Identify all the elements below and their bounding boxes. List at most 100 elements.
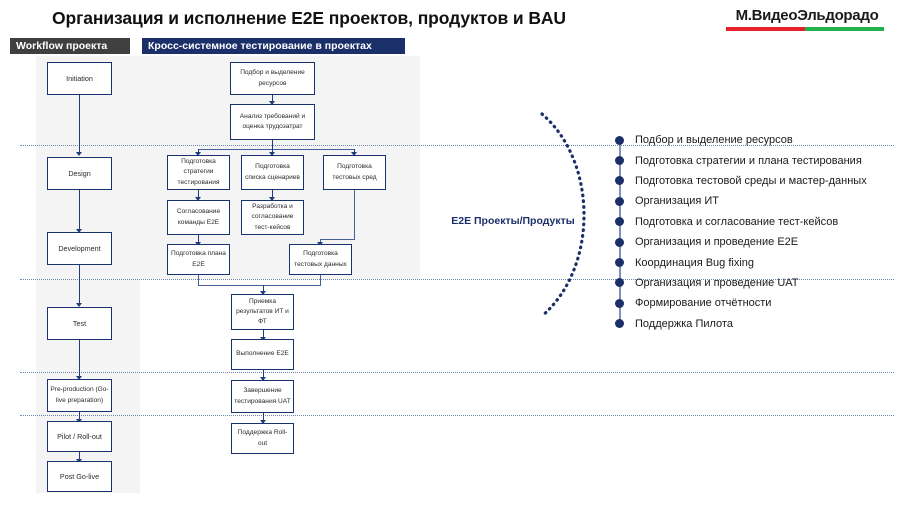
workflow-arrow-4: [76, 376, 82, 380]
list-item[interactable]: Подбор и выделение ресурсов: [612, 130, 867, 150]
testing-arrow-7: [260, 291, 266, 295]
testing-box-e2e-plan[interactable]: Подготовка плана E2E: [167, 244, 230, 275]
page-title: Организация и исполнение E2E проектов, п…: [52, 8, 566, 28]
brand-logo-underline: [726, 27, 884, 31]
testing-connector-6b: [320, 239, 355, 240]
testing-arrow-branch-mid: [269, 152, 275, 156]
workflow-box-preproduction[interactable]: Pre-production (Go-live preparation): [47, 379, 112, 412]
testing-arrow-9: [260, 377, 266, 381]
testing-arrow-10: [260, 420, 266, 424]
bullet-dot-icon: [615, 258, 624, 268]
workflow-box-development[interactable]: Development: [47, 232, 112, 265]
list-item-label: Организация ИТ: [635, 195, 720, 208]
testing-box-strategy[interactable]: Подготовка стратегии тестирования: [167, 155, 230, 190]
testing-connector-3: [198, 190, 199, 199]
band-header-testing: Кросс-системное тестирование в проектах: [142, 38, 405, 54]
testing-connector-7: [263, 285, 264, 293]
testing-bus-2: [198, 285, 321, 286]
list-item[interactable]: Организация ИТ: [612, 191, 867, 211]
bullet-dot-icon: [615, 217, 624, 227]
workflow-panel-background: [36, 56, 140, 493]
band-header-workflow: Workflow проекта: [10, 38, 130, 54]
testing-box-acceptance[interactable]: Приемка результатов ИТ и ФТ: [231, 294, 294, 330]
workflow-connector-4: [79, 340, 80, 378]
logo-bar-green: [805, 27, 884, 31]
bullet-dot-icon: [615, 135, 624, 145]
scope-arc-label: E2E Проекты/Продукты: [451, 215, 575, 227]
testing-arrow-5: [269, 197, 275, 201]
workflow-box-initiation[interactable]: Initiation: [47, 62, 112, 95]
workflow-box-post-golive[interactable]: Post Go-live: [47, 461, 112, 492]
testing-join-right: [320, 275, 321, 285]
bullet-dot-icon: [615, 156, 624, 166]
testing-bus-1: [198, 149, 354, 150]
testing-box-test-data[interactable]: Подготовка тестовых данных: [289, 244, 352, 275]
lane-divider-2: [20, 279, 894, 280]
list-item-label: Подбор и выделение ресурсов: [635, 134, 793, 147]
testing-box-test-cases[interactable]: Разработка и согласование тест-кейсов: [241, 200, 304, 235]
workflow-connector-1: [79, 95, 80, 154]
logo-bar-red: [726, 27, 805, 31]
list-item-label: Поддержка Пилота: [635, 317, 733, 330]
testing-box-requirements[interactable]: Анализ требований и оценка трудозатрат: [230, 104, 315, 140]
list-item-label: Организация и проведение UAT: [635, 276, 799, 289]
list-item-label: Координация Bug fixing: [635, 256, 755, 269]
testing-box-scenarios[interactable]: Подготовка списка сценариев: [241, 155, 304, 190]
testing-connector-6a: [354, 190, 355, 239]
responsibilities-spine: [619, 138, 621, 322]
workflow-connector-5: [79, 412, 80, 421]
list-item-label: Подготовка тестовой среды и мастер-данны…: [635, 174, 867, 187]
workflow-arrow-1: [76, 152, 82, 156]
list-item[interactable]: Подготовка и согласование тест-кейсов: [612, 212, 867, 232]
lane-divider-1: [20, 145, 894, 146]
testing-box-e2e-execution[interactable]: Выполнение E2E: [231, 339, 294, 370]
testing-box-rollout-support[interactable]: Поддержка Roll-out: [231, 423, 294, 454]
bullet-dot-icon: [615, 176, 624, 186]
testing-branch-left: [198, 149, 199, 154]
testing-connector-6c: [320, 239, 321, 244]
bullet-dot-icon: [615, 196, 624, 206]
workflow-arrow-2: [76, 229, 82, 233]
testing-connector-4: [198, 235, 199, 244]
workflow-arrow-3: [76, 303, 82, 307]
brand-logo-text: М.ВидеоЭльдорадо: [735, 7, 879, 24]
testing-arrow-branch-right: [351, 152, 357, 156]
testing-arrow-1: [269, 101, 275, 105]
list-item[interactable]: Координация Bug fixing: [612, 252, 867, 272]
list-item[interactable]: Подготовка тестовой среды и мастер-данны…: [612, 171, 867, 191]
workflow-connector-2: [79, 190, 80, 231]
testing-connector-2: [272, 140, 273, 149]
list-item-label: Подготовка и согласование тест-кейсов: [635, 215, 839, 228]
list-item[interactable]: Организация и проведение E2E: [612, 232, 867, 252]
testing-box-uat-completion[interactable]: Завершение тестирования UAT: [231, 380, 294, 413]
testing-branch-right: [354, 149, 355, 154]
lane-divider-3: [20, 372, 894, 373]
testing-connector-8: [263, 330, 264, 339]
list-item[interactable]: Организация и проведение UAT: [612, 273, 867, 293]
bullet-dot-icon: [615, 278, 624, 288]
list-item-label: Подготовка стратегии и плана тестировани…: [635, 154, 862, 167]
list-item-label: Организация и проведение E2E: [635, 236, 799, 249]
list-item[interactable]: Формирование отчётности: [612, 293, 867, 313]
bullet-dot-icon: [615, 319, 624, 329]
testing-join-left: [198, 275, 199, 285]
responsibilities-list: Подбор и выделение ресурсов Подготовка с…: [612, 130, 867, 334]
scope-arc-svg: [540, 112, 586, 318]
testing-box-team-approval[interactable]: Согласование команды E2E: [167, 200, 230, 235]
testing-arrow-3: [195, 197, 201, 201]
workflow-box-test[interactable]: Test: [47, 307, 112, 340]
list-item[interactable]: Подготовка стратегии и плана тестировани…: [612, 150, 867, 170]
list-item-label: Формирование отчётности: [635, 297, 772, 310]
bullet-dot-icon: [615, 237, 624, 247]
testing-branch-mid: [272, 149, 273, 154]
workflow-box-pilot-rollout[interactable]: Pilot / Roll-out: [47, 421, 112, 452]
testing-box-resources[interactable]: Подбор и выделение ресурсов: [230, 62, 315, 95]
workflow-box-design[interactable]: Design: [47, 157, 112, 190]
scope-arc: [520, 110, 610, 325]
list-item[interactable]: Поддержка Пилота: [612, 314, 867, 334]
testing-connector-1: [272, 95, 273, 103]
testing-connector-9: [263, 370, 264, 380]
testing-connector-10: [263, 413, 264, 423]
testing-box-test-envs[interactable]: Подготовка тестовых сред: [323, 155, 386, 190]
